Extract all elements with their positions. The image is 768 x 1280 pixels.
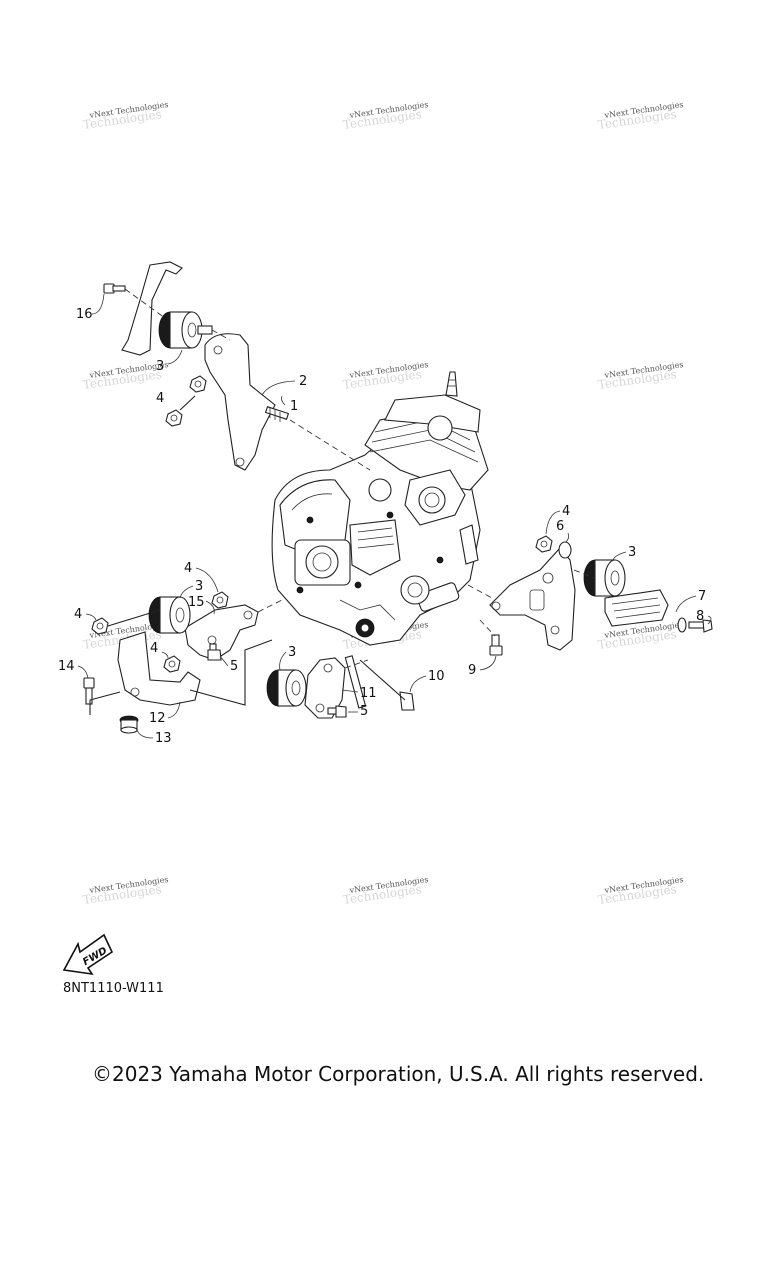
nut-4-upper-b [165,409,183,427]
rubber-damper-3-lower-center [266,669,307,707]
right-mount-assembly [467,535,713,656]
nut-4-lower-c [163,655,181,673]
lower-left-mount-assembly [83,591,415,734]
callout-3-right: 3 [628,545,636,560]
callout-6: 6 [556,519,564,534]
washer-6 [558,541,572,559]
watermark: Technologies vNext Technologies [342,875,429,907]
watermark: Technologies vNext Technologies [597,360,684,392]
callout-10: 10 [428,669,445,684]
nut-4-right [535,535,553,553]
nut-4-lower-b [91,617,109,635]
bolt-9 [489,634,503,656]
callout-4-lower-c: 4 [150,641,158,656]
rubber-damper-3-upper [158,311,213,349]
callout-4-upper: 4 [156,391,164,406]
watermark: Technologies vNext Technologies [597,100,684,132]
callout-7: 7 [698,589,706,604]
callout-4-right: 4 [562,504,570,519]
callout-2: 2 [299,374,307,389]
watermark: Technologies vNext Technologies [82,100,169,132]
stud-1 [264,406,290,422]
callout-13: 13 [155,731,172,746]
callout-3-lower-left: 3 [195,579,203,594]
nut-4-lower-a [211,591,229,609]
watermark: Technologies vNext Technologies [342,360,429,392]
callout-12: 12 [149,711,166,726]
rubber-damper-3-lower-left [148,596,191,634]
callout-16: 16 [76,307,93,322]
callout-9: 9 [468,663,476,678]
callout-11: 11 [360,686,377,701]
watermark: Technologies vNext Technologies [342,100,429,132]
callout-3-upper: 3 [156,359,164,374]
bolt-16 [103,283,126,294]
watermark: Technologies vNext Technologies [82,875,169,907]
bolt-5-a [207,643,222,661]
long-bolt-10 [344,655,415,711]
callout-4-lower-b: 4 [74,607,82,622]
engine-illustration [271,371,489,646]
diagram-code: 8NT1110-W111 [63,981,164,996]
watermark: Technologies vNext Technologies [597,875,684,907]
collar-13 [119,715,139,734]
upper-left-mount-assembly [103,261,371,471]
bolt-8 [688,619,713,633]
callout-1: 1 [290,399,298,414]
callout-14: 14 [58,659,75,674]
callout-15: 15 [188,595,205,610]
bolt-5-b [327,705,347,718]
callout-3-lower-center: 3 [288,645,296,660]
copyright-notice: ©2023 Yamaha Motor Corporation, U.S.A. A… [92,1062,705,1086]
rubber-damper-3-right [583,559,626,597]
nut-4-upper-a [189,375,207,393]
callout-4-lower-a: 4 [184,561,192,576]
bolt-14 [83,677,95,705]
fwd-arrow-icon: FWD [62,933,114,976]
watermark: Technologies vNext Technologies [597,620,684,652]
washer-8 [677,617,687,633]
callout-8: 8 [696,609,704,624]
callout-5-a: 5 [230,659,238,674]
callout-5-b: 5 [360,704,368,719]
callout-labels: 1 2 3 4 16 4 6 3 7 8 9 10 11 12 13 14 15 [58,293,712,746]
